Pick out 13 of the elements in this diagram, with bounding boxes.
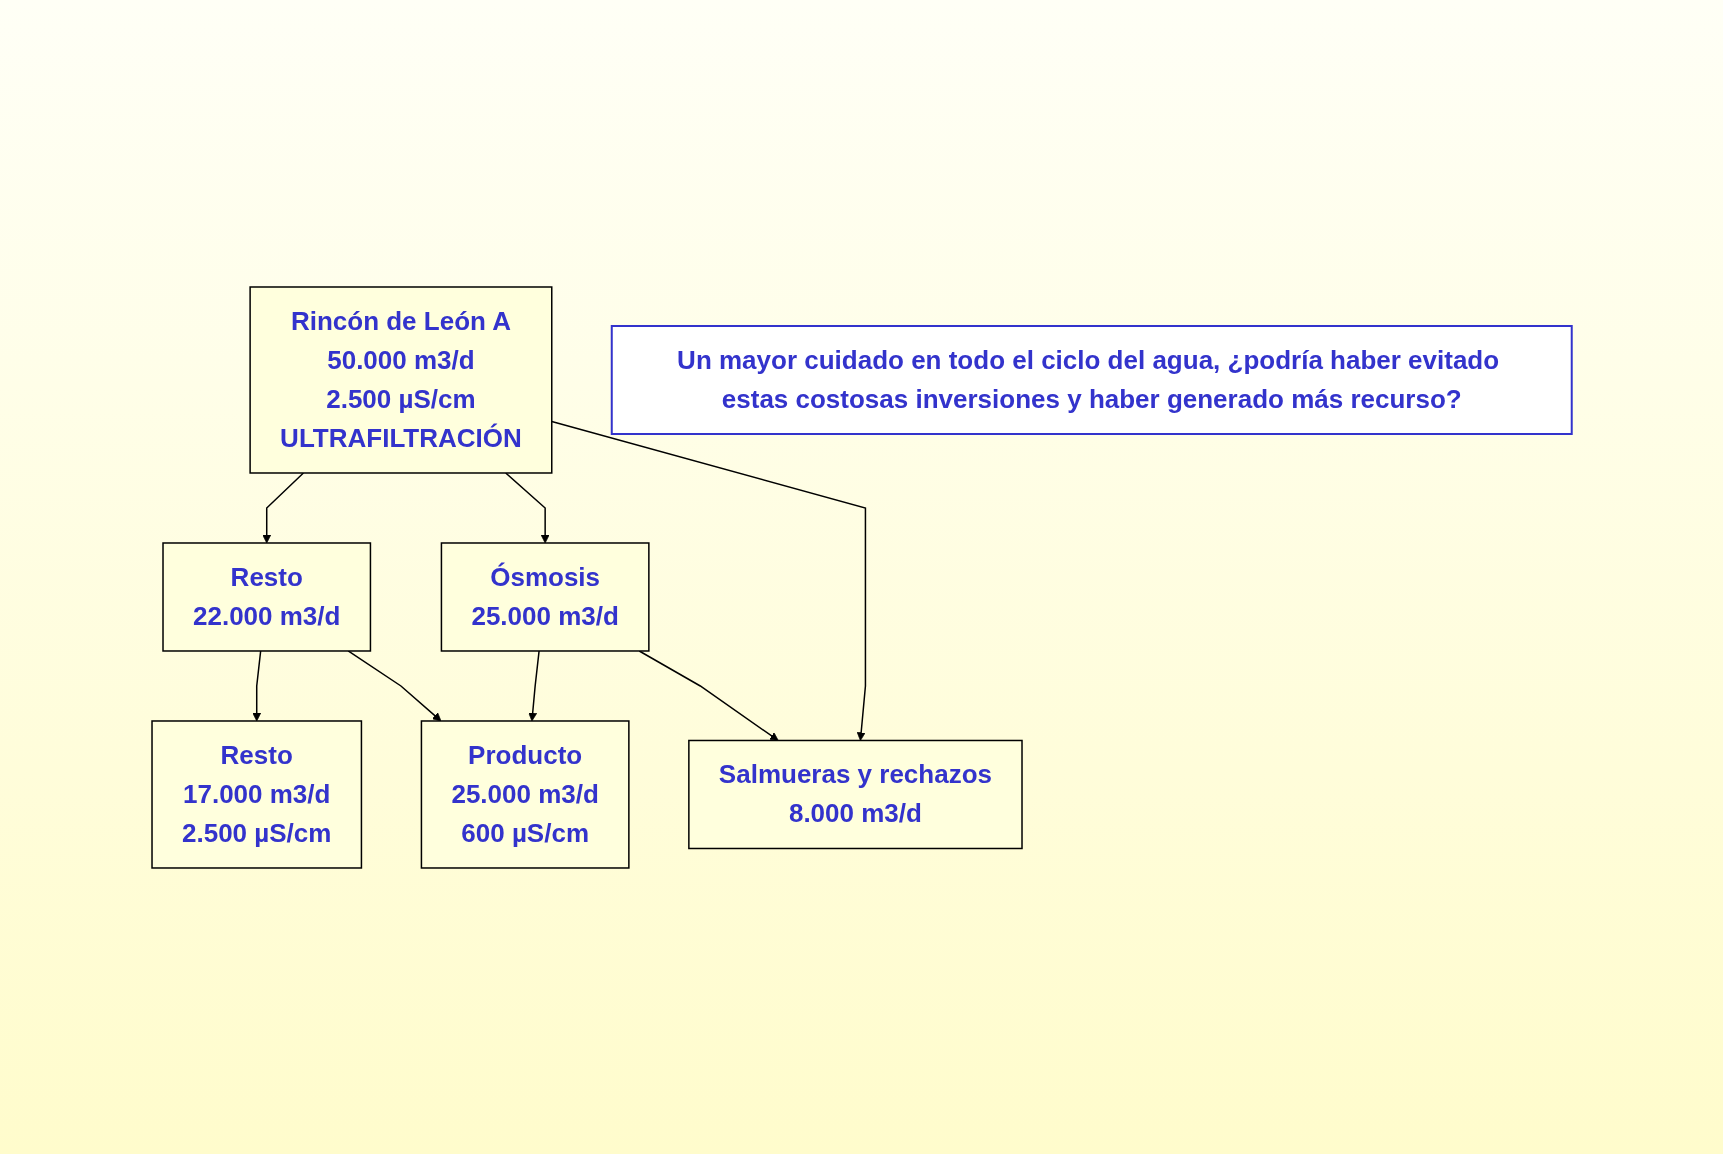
node-box: Un mayor cuidado en todo el ciclo del agua, ¿podría haber evitado estas costosas inversiones y haber generado más recurso? [610, 324, 1573, 435]
node-box: Rincón de León A 50.000 m3/d 2.500 µS/cm ULTRAFILTRACIÓN [249, 285, 553, 474]
arrow [504, 471, 550, 543]
arrow [638, 649, 779, 741]
arrow [527, 649, 540, 721]
node-box: Salmueras y rechazos 8.000 m3/d [687, 739, 1023, 849]
node-box: Resto 22.000 m3/d [161, 541, 371, 652]
arrow [347, 649, 442, 721]
arrow [251, 649, 262, 721]
node-box: Resto 17.000 m3/d 2.500 µS/cm [150, 719, 362, 869]
arrow [261, 471, 304, 543]
node-box: Producto 25.000 m3/d 600 µS/cm [420, 719, 630, 869]
node-box: Ósmosis 25.000 m3/d [440, 541, 650, 652]
